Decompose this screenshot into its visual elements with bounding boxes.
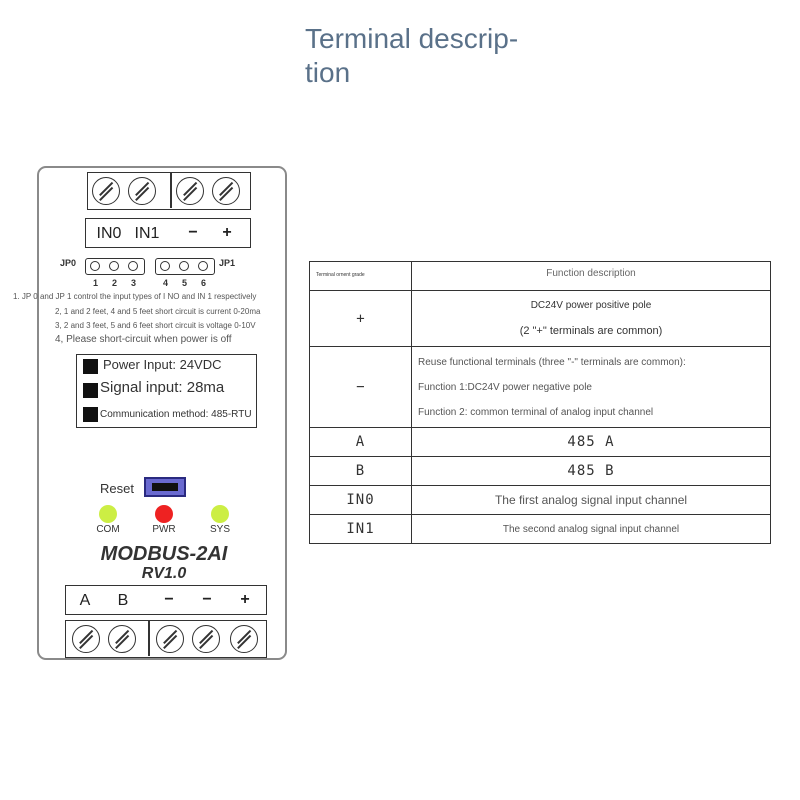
- table-row: IN0 The first analog signal input channe…: [309, 485, 771, 515]
- screw-icon: [156, 625, 184, 653]
- terminal-cell: +: [309, 290, 412, 347]
- version-label: RV1.0: [141, 565, 187, 582]
- table-row: IN1 The second analog signal input chann…: [309, 514, 771, 544]
- function-line: Reuse functional terminals (three "-" te…: [418, 356, 686, 368]
- jumper-note: 1. JP 0 and JP 1 control the input types…: [13, 292, 257, 301]
- terminal-label-a: A: [79, 592, 91, 609]
- terminal-label-minus: −: [164, 591, 174, 608]
- table-header-row: Terminal ornent grade Function descripti…: [309, 261, 771, 291]
- jumper-pin: [128, 261, 138, 271]
- screw-icon: [230, 625, 258, 653]
- bullet-icon: [83, 383, 98, 398]
- reset-label: Reset: [100, 481, 134, 496]
- terminal-divider: [170, 173, 172, 208]
- terminal-divider: [148, 621, 150, 656]
- jumper-note: 3, 2 and 3 feet, 5 and 6 feet short circ…: [55, 321, 256, 330]
- function-line: Function 2: common terminal of analog in…: [418, 406, 654, 418]
- function-cell: 485 A: [411, 427, 771, 457]
- terminal-label-in0: IN0: [96, 225, 122, 242]
- sys-led-icon: [211, 505, 229, 523]
- screw-icon: [108, 625, 136, 653]
- led-label-sys: SYS: [209, 524, 230, 535]
- bottom-terminal-label-strip: A B − − +: [65, 585, 267, 615]
- terminal-function-table: Terminal ornent grade Function descripti…: [309, 261, 771, 544]
- screw-icon: [128, 177, 156, 205]
- top-terminal-block: [87, 172, 251, 210]
- pin-number: 1: [93, 278, 99, 288]
- screw-icon: [192, 625, 220, 653]
- function-cell: Reuse functional terminals (three "-" te…: [411, 346, 771, 428]
- function-cell: 485 B: [411, 456, 771, 486]
- led-label-com: COM: [96, 524, 120, 535]
- com-led-icon: [99, 505, 117, 523]
- pin-number: 5: [182, 278, 188, 288]
- pin-number: 6: [201, 278, 207, 288]
- function-line: Function 1:DC24V power negative pole: [418, 381, 592, 393]
- reset-button[interactable]: [144, 477, 186, 497]
- pin-number: 2: [112, 278, 118, 288]
- terminal-label-b: B: [117, 592, 129, 609]
- terminal-label-minus: −: [202, 591, 212, 608]
- terminal-cell: B: [309, 456, 412, 486]
- jumper-label-jp0: JP0: [60, 258, 77, 268]
- screw-icon: [72, 625, 100, 653]
- terminal-cell: −: [309, 346, 412, 428]
- table-row: B 485 B: [309, 456, 771, 486]
- table-header-terminal: Terminal ornent grade: [309, 261, 412, 291]
- jumper-label-jp1: JP1: [219, 258, 236, 268]
- model-name: MODBUS-2AI: [100, 543, 228, 565]
- screw-icon: [92, 177, 120, 205]
- jumper-jp1: [155, 258, 215, 275]
- jumper-pin: [198, 261, 208, 271]
- spec-box: Power Input: 24VDC Signal input: 28ma Co…: [76, 354, 257, 428]
- header-function-label: Function description: [546, 268, 636, 279]
- table-row: − Reuse functional terminals (three "-" …: [309, 346, 771, 428]
- table-row: A 485 A: [309, 427, 771, 457]
- led-label-pwr: PWR: [152, 524, 176, 535]
- jumper-pin: [179, 261, 189, 271]
- function-cell: DC24V power positive pole (2 "+" termina…: [411, 290, 771, 347]
- jumper-pin: [109, 261, 119, 271]
- jumper-pin: [160, 261, 170, 271]
- function-line: (2 "+" terminals are common): [519, 325, 663, 337]
- pwr-led-icon: [155, 505, 173, 523]
- reset-button-core: [152, 483, 178, 491]
- terminal-label-minus: −: [188, 224, 198, 241]
- table-header-function: Function description: [411, 261, 771, 291]
- terminal-cell: IN0: [309, 485, 412, 515]
- screw-icon: [176, 177, 204, 205]
- function-cell: The first analog signal input channel: [411, 485, 771, 515]
- jumper-note: 4, Please short-circuit when power is of…: [55, 334, 232, 345]
- bullet-icon: [83, 359, 98, 374]
- jumper-note: 2, 1 and 2 feet, 4 and 5 feet short circ…: [55, 307, 261, 316]
- signal-input-spec: Signal input: 28ma: [100, 379, 225, 396]
- bullet-icon: [83, 407, 98, 422]
- terminal-cell: A: [309, 427, 412, 457]
- screw-icon: [212, 177, 240, 205]
- function-line: DC24V power positive pole: [530, 300, 652, 311]
- bottom-terminal-block: [65, 620, 267, 658]
- power-input-spec: Power Input: 24VDC: [103, 357, 222, 372]
- table-row: + DC24V power positive pole (2 "+" termi…: [309, 290, 771, 347]
- header-terminal-label: Terminal ornent grade: [316, 272, 365, 278]
- jumper-pin: [90, 261, 100, 271]
- terminal-label-in1: IN1: [134, 225, 160, 242]
- jumper-jp0: [85, 258, 145, 275]
- communication-spec: Communication method: 485-RTU: [100, 409, 252, 420]
- function-cell: The second analog signal input channel: [411, 514, 771, 544]
- terminal-label-plus: +: [240, 591, 250, 608]
- pin-number: 4: [163, 278, 169, 288]
- terminal-cell: IN1: [309, 514, 412, 544]
- pin-number: 3: [131, 278, 137, 288]
- page-title: Terminal descrip- tion: [305, 23, 519, 88]
- terminal-label-plus: +: [222, 224, 232, 241]
- top-terminal-label-strip: IN0 IN1 − +: [85, 218, 251, 248]
